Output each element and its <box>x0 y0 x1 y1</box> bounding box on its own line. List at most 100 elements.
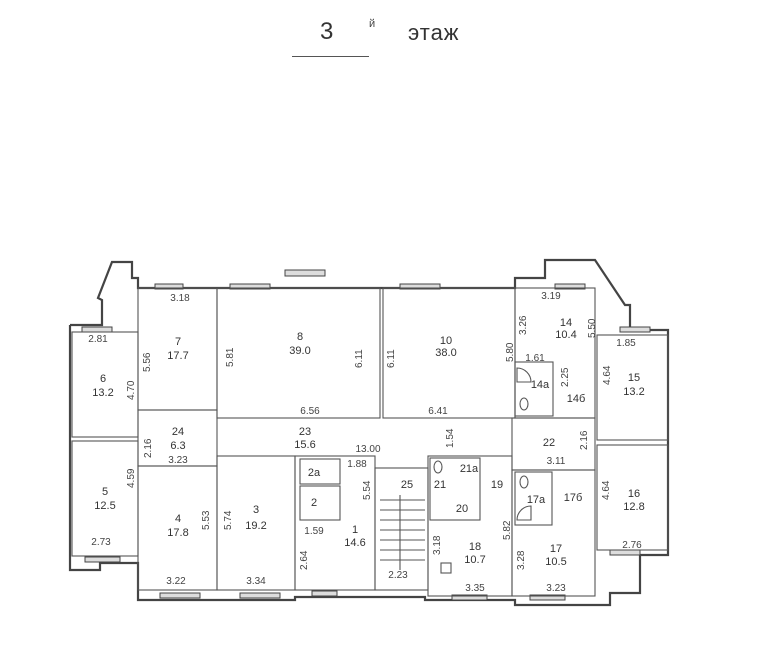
dim-label: 3.22 <box>166 576 186 587</box>
room-17-area: 10.5 <box>545 556 566 568</box>
room-14-area: 10.4 <box>555 329 576 341</box>
room-23-number: 23 <box>299 426 311 438</box>
plumbing-fixtures <box>433 367 532 574</box>
dim-label: 5.56 <box>142 352 153 372</box>
room-4-number: 4 <box>175 513 181 525</box>
room-20-number: 20 <box>456 503 468 515</box>
floor-word: этаж <box>408 20 460 45</box>
dim-label: 5.82 <box>502 520 513 540</box>
shower-icon <box>516 505 532 521</box>
dim-label: 5.74 <box>223 510 234 530</box>
dim-label: 5.54 <box>362 480 373 500</box>
room-2-number: 2 <box>311 497 317 509</box>
staircase <box>380 495 425 570</box>
shower-icon <box>516 367 532 383</box>
dim-label: 1.54 <box>445 428 456 448</box>
dim-label: 3.23 <box>168 455 188 466</box>
room-21a-number: 21a <box>460 463 479 475</box>
dim-label: 3.35 <box>465 583 485 594</box>
room-8-number: 8 <box>297 331 303 343</box>
dim-label: 1.85 <box>616 338 636 349</box>
room-21-number: 21 <box>434 479 446 491</box>
room-25-number: 25 <box>401 479 413 491</box>
room-18-area: 10.7 <box>464 554 485 566</box>
room-23-area: 15.6 <box>294 439 315 451</box>
room-14a-number: 14a <box>531 379 550 391</box>
dim-label: 4.70 <box>126 380 137 400</box>
dim-label: 3.19 <box>541 291 561 302</box>
dim-label: 3.11 <box>547 456 566 467</box>
room-14b-number: 14б <box>567 393 586 405</box>
room-14-number: 14 <box>560 317 572 329</box>
room-15-number: 15 <box>628 372 640 384</box>
room-15-area: 13.2 <box>623 386 644 398</box>
dim-label: 4.59 <box>126 468 137 488</box>
room-7-number: 7 <box>175 336 181 348</box>
room-2a-number: 2a <box>308 467 321 479</box>
dim-label: 5.80 <box>505 342 516 362</box>
dimension-labels: 3.18 2.81 4.70 5.56 5.81 6.11 6.11 6.56 … <box>88 291 642 594</box>
dim-label: 3.34 <box>246 576 266 587</box>
room-6-number: 6 <box>100 373 106 385</box>
dim-label: 3.18 <box>432 535 443 555</box>
dim-label: 4.64 <box>602 365 613 385</box>
interior-walls <box>71 287 669 597</box>
windows <box>81 269 651 601</box>
room-22-number: 22 <box>543 437 555 449</box>
dim-label: 3.18 <box>170 293 190 304</box>
dim-label: 6.11 <box>386 349 397 368</box>
room-labels: 6 13.2 7 17.7 8 39.0 10 38.0 14 10.4 14a… <box>92 317 644 568</box>
dim-label: 2.81 <box>88 334 108 345</box>
dim-label: 5.53 <box>201 510 212 530</box>
dim-label: 1.61 <box>525 353 545 364</box>
dim-label: 3.28 <box>516 550 527 570</box>
dim-label: 2.25 <box>560 367 571 387</box>
room-1-area: 14.6 <box>344 537 365 549</box>
outer-walls <box>68 258 670 607</box>
room-3-number: 3 <box>253 504 259 516</box>
dim-label: 5.50 <box>587 318 598 338</box>
toilet-icon <box>433 460 443 474</box>
dim-label: 4.64 <box>601 480 612 500</box>
dim-label: 13.00 <box>355 444 380 455</box>
dim-label: 6.11 <box>354 349 365 368</box>
room-1-number: 1 <box>352 524 358 536</box>
room-5-number: 5 <box>102 486 108 498</box>
room-17b-number: 17б <box>564 492 583 504</box>
dim-label: 2.76 <box>622 540 642 551</box>
room-8-area: 39.0 <box>289 345 310 357</box>
room-6-area: 13.2 <box>92 387 113 399</box>
room-17-number: 17 <box>550 543 562 555</box>
dim-label: 6.56 <box>300 406 320 417</box>
floor-suffix: й <box>369 18 376 30</box>
dim-label: 2.73 <box>91 537 111 548</box>
floor-title: 3 й этаж <box>0 14 781 64</box>
room-3-area: 19.2 <box>245 520 266 532</box>
toilet-icon <box>519 475 529 489</box>
room-24-number: 24 <box>172 426 184 438</box>
room-24-area: 6.3 <box>170 440 185 452</box>
dim-label: 6.41 <box>428 406 448 417</box>
room-16-area: 12.8 <box>623 501 644 513</box>
dim-label: 1.59 <box>304 526 324 537</box>
floor-number: 3 <box>320 18 334 45</box>
underline <box>292 56 369 57</box>
toilet-icon <box>519 397 529 411</box>
dim-label: 2.16 <box>579 430 590 450</box>
room-10-number: 10 <box>440 335 452 347</box>
room-5-area: 12.5 <box>94 500 115 512</box>
dim-label: 2.64 <box>299 550 310 570</box>
dim-label: 1.88 <box>347 459 367 470</box>
room-16-number: 16 <box>628 488 640 500</box>
room-17a-number: 17a <box>527 494 546 506</box>
room-10-area: 38.0 <box>435 347 456 359</box>
dim-label: 2.23 <box>388 570 408 581</box>
dim-label: 3.23 <box>546 583 566 594</box>
dim-label: 5.81 <box>225 347 236 367</box>
dim-label: 2.16 <box>143 438 154 458</box>
room-7-area: 17.7 <box>167 350 188 362</box>
room-4-area: 17.8 <box>167 527 188 539</box>
room-18-number: 18 <box>469 541 481 553</box>
room-19-number: 19 <box>491 479 503 491</box>
